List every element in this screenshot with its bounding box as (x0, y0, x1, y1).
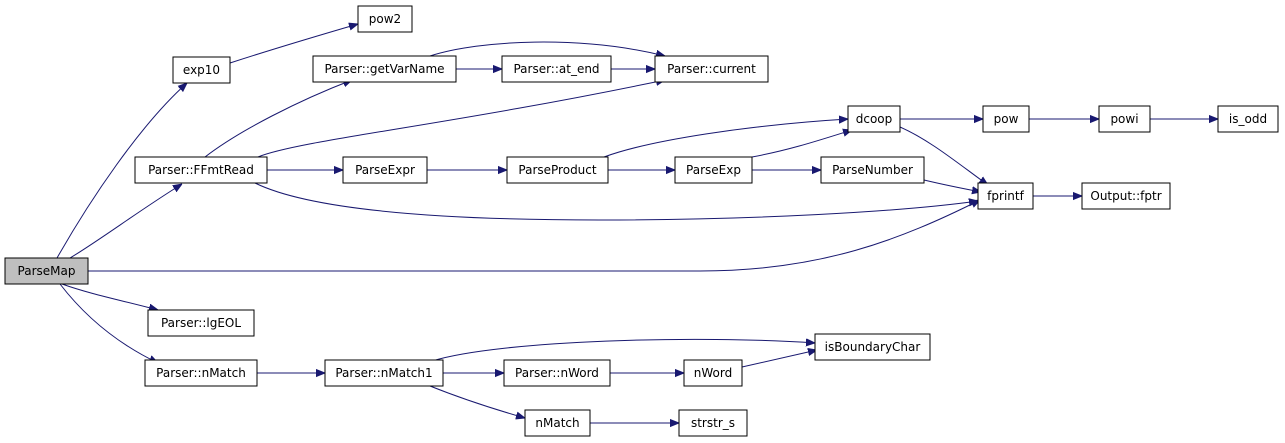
edge-parsemap-lgeol (61, 283, 158, 310)
node-label-pow2: pow2 (369, 12, 401, 26)
node-parseexpr[interactable]: ParseExpr (342, 156, 428, 184)
node-label-fprintf: fprintf (987, 189, 1024, 203)
node-label-parsenumber: ParseNumber (832, 163, 913, 177)
node-label-current: Parser::current (667, 62, 756, 76)
edge-nword-isboundarychar (741, 350, 817, 368)
edge-parsenumber-fprintf (923, 179, 981, 192)
node-is-odd[interactable]: is_odd (1217, 105, 1279, 133)
node-pow2[interactable]: pow2 (357, 5, 413, 33)
edge-parsemap-fprintf (87, 200, 980, 272)
node-getvarname[interactable]: Parser::getVarName (312, 55, 457, 83)
node-label-isboundarychar: isBoundaryChar (825, 340, 921, 354)
edge-ffmtread-getvarname (204, 80, 352, 158)
node-fprintf[interactable]: fprintf (977, 182, 1034, 210)
node-ffmtread[interactable]: Parser::FFmtRead (134, 156, 268, 184)
node-label-getvarname: Parser::getVarName (324, 62, 444, 76)
node-parsenumber[interactable]: ParseNumber (820, 156, 925, 184)
edges (56, 24, 1218, 423)
node-parseexp[interactable]: ParseExp (674, 156, 753, 184)
node-isboundarychar[interactable]: isBoundaryChar (814, 333, 931, 361)
nodes: ParseMap exp10 pow2 Parser::getVarName P… (4, 5, 1279, 437)
node-nword[interactable]: nWord (683, 359, 743, 387)
node-label-ffmtread: Parser::FFmtRead (148, 163, 254, 177)
node-label-dcoop: dcoop (856, 112, 893, 126)
node-label-exp10: exp10 (183, 63, 220, 77)
node-current[interactable]: Parser::current (654, 55, 769, 83)
node-label-parseexpr: ParseExpr (355, 163, 415, 177)
edge-exp10-pow2 (229, 24, 358, 64)
edge-parseproduct-dcoop (603, 119, 848, 158)
edge-parseexp-dcoop (751, 130, 852, 158)
edge-ffmtread-current (257, 80, 665, 158)
node-label-strstr-s: strstr_s (691, 416, 735, 430)
node-lgeol[interactable]: Parser::lgEOL (147, 309, 255, 337)
node-label-nword: nWord (694, 366, 732, 380)
node-label-nmatch1: Parser::nMatch1 (335, 366, 432, 380)
node-nmatch1[interactable]: Parser::nMatch1 (324, 359, 444, 387)
edge-parsemap-exp10 (56, 83, 187, 259)
node-label-parseexp: ParseExp (686, 163, 741, 177)
node-label-nmatch: nMatch (535, 416, 579, 430)
node-nword-parser[interactable]: Parser::nWord (503, 359, 611, 387)
edge-ffmtread-fprintf (254, 182, 978, 221)
edge-parsemap-nmatch-parser (59, 283, 158, 363)
node-pow[interactable]: pow (982, 105, 1030, 133)
edge-dcoop-fprintf (899, 126, 988, 185)
node-nmatch[interactable]: nMatch (524, 409, 591, 437)
node-label-parsemap: ParseMap (18, 264, 76, 278)
node-dcoop[interactable]: dcoop (847, 105, 901, 133)
node-label-pow: pow (994, 112, 1019, 126)
node-at-end[interactable]: Parser::at_end (501, 55, 612, 83)
edge-getvarname-current (429, 41, 665, 56)
node-output-fptr[interactable]: Output::fptr (1081, 182, 1171, 210)
edge-nmatch1-nmatch (429, 385, 525, 418)
node-parseproduct[interactable]: ParseProduct (506, 156, 609, 184)
node-label-lgeol: Parser::lgEOL (161, 316, 241, 330)
node-label-powi: powi (1110, 112, 1138, 126)
node-nmatch-parser[interactable]: Parser::nMatch (144, 359, 258, 387)
node-label-parseproduct: ParseProduct (518, 163, 596, 177)
node-label-nword-parser: Parser::nWord (515, 366, 599, 380)
node-label-nmatch-parser: Parser::nMatch (156, 366, 246, 380)
node-label-output-fptr: Output::fptr (1090, 189, 1161, 203)
node-parsemap[interactable]: ParseMap (4, 257, 89, 285)
edge-nmatch1-isboundarychar (431, 339, 815, 362)
node-label-at-end: Parser::at_end (513, 62, 599, 76)
node-label-is-odd: is_odd (1229, 112, 1267, 126)
node-strstr-s[interactable]: strstr_s (678, 409, 748, 437)
edge-parsemap-ffmtread (69, 184, 182, 259)
node-powi[interactable]: powi (1098, 105, 1151, 133)
node-exp10[interactable]: exp10 (172, 56, 231, 84)
